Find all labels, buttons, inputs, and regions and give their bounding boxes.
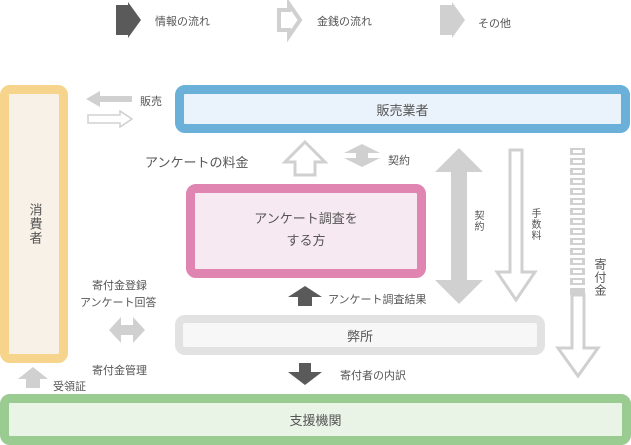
- seller-label: 販売業者: [376, 103, 429, 119]
- survey-fee-arrow-icon: [281, 139, 329, 177]
- survey-answer-label: アンケート回答: [80, 296, 157, 309]
- seller-node: 販売業者: [175, 85, 630, 133]
- survey-results-arrow-icon: [288, 286, 322, 306]
- sale-label: 販売: [140, 95, 162, 108]
- contract-vertical-label: 契約: [472, 210, 483, 232]
- surveyor-node: アンケート調査を する方: [186, 184, 426, 278]
- legend-info-label: 情報の流れ: [155, 15, 210, 28]
- donation-arrow-head-icon: [555, 293, 601, 379]
- contract-double-arrow-icon: [344, 144, 380, 167]
- donor-breakdown-arrow-icon: [288, 363, 322, 385]
- legend-money-label: 金銭の流れ: [317, 15, 372, 28]
- receipt-arrow-icon: [18, 367, 48, 388]
- legend-other-label: その他: [478, 17, 511, 30]
- receipt-label: 受領証: [53, 380, 86, 393]
- surveyor-label-line2: する方: [286, 234, 326, 249]
- commission-label: 手数料: [529, 208, 540, 241]
- legend-info-arrow-icon: [116, 2, 141, 38]
- company-node: 弊所: [175, 315, 545, 355]
- support-org-node: 支援機関: [0, 394, 631, 445]
- legend-other-arrow-icon: [440, 2, 465, 38]
- commission-arrow-icon: [494, 148, 538, 303]
- survey-fee-label: アンケートの料金: [145, 156, 249, 171]
- donor-breakdown-label: 寄付者の内訳: [340, 369, 406, 382]
- support-org-label: 支援機関: [289, 414, 342, 429]
- sale-product-arrow-icon: [86, 91, 132, 107]
- consumer-node: 消費者: [0, 85, 68, 363]
- surveyor-label-line1: アンケート調査を: [254, 212, 358, 227]
- donation-register-label: 寄付金登録: [92, 279, 147, 292]
- survey-results-label: アンケート調査結果: [328, 293, 427, 306]
- contract-top-label: 契約: [388, 154, 410, 167]
- donation-manage-label: 寄付金管理: [92, 364, 147, 377]
- sale-payment-arrow-icon: [87, 109, 134, 129]
- consumer-label: 消費者: [26, 203, 42, 245]
- contract-vertical-arrow-icon: [435, 148, 483, 304]
- donation-label: 寄付金: [593, 258, 607, 297]
- company-label: 弊所: [346, 329, 373, 345]
- donation-register-arrow-icon: [109, 317, 145, 343]
- legend-money-arrow-icon: [277, 0, 303, 43]
